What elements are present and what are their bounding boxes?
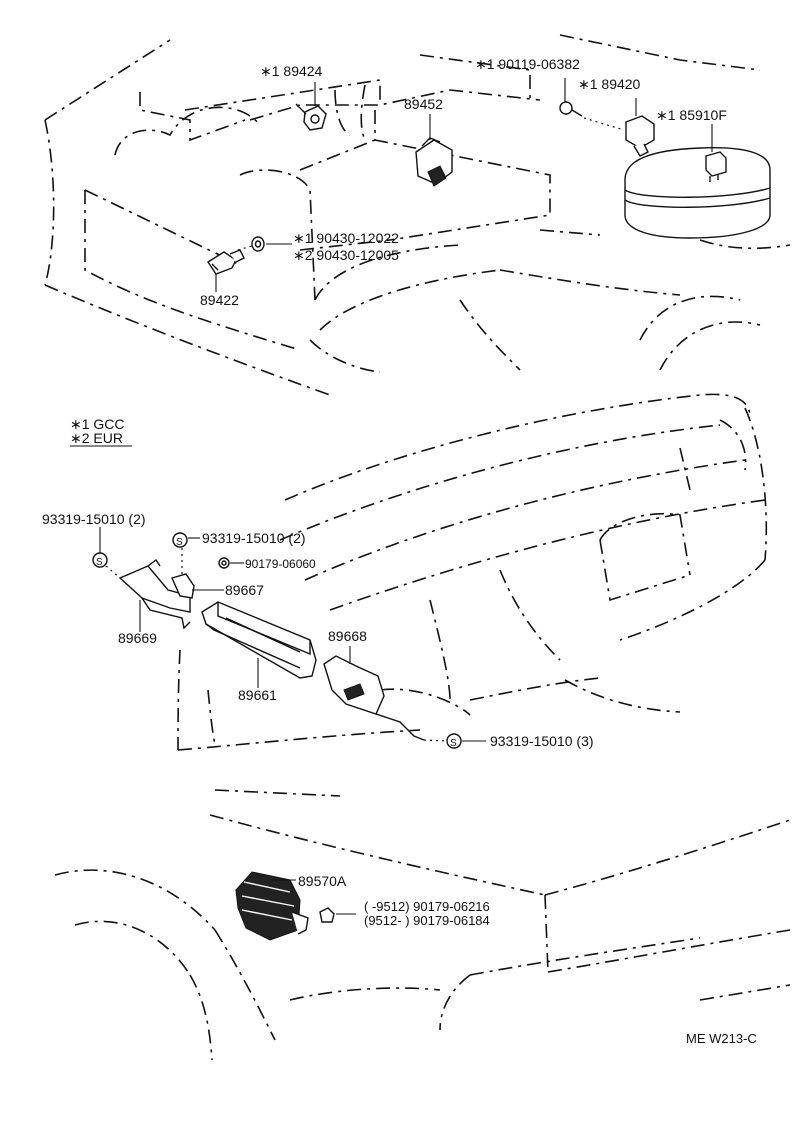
relay-box (624, 147, 771, 239)
callout-89452: 89452 (404, 96, 443, 112)
sensor-89422-part (207, 249, 245, 275)
relay-85910f-part (705, 151, 727, 182)
bracket-89668-part (323, 655, 425, 741)
sensor-89424-part (295, 103, 327, 131)
callout-90179-06216: ( -9512) 90179-06216 (364, 899, 490, 914)
middle-leader-lines (99, 527, 486, 742)
callout-89420: ∗1 89420 (578, 76, 641, 92)
callout-90119-06382: ∗1 90119-06382 (475, 56, 580, 72)
callout-93319-15010-mid: 93319-15010 (2) (202, 530, 306, 546)
callout-89668: 89668 (328, 628, 367, 644)
callout-85910f: ∗1 85910F (656, 107, 727, 123)
nut-90179-06216-part (319, 907, 335, 923)
nut-90179-06060-part (218, 557, 230, 569)
legend-gcc: ∗1 GCC (70, 416, 125, 432)
callout-89570a: 89570A (298, 873, 347, 889)
callout-89669: 89669 (118, 630, 157, 646)
ecu-89661-part (201, 601, 317, 679)
engine-bay-outline (44, 34, 791, 396)
screw-mid-symbol: S (176, 537, 183, 548)
bolt-90119-part (559, 101, 583, 117)
bracket-89669-part (118, 558, 191, 630)
callout-90179-06060: 90179-06060 (245, 557, 316, 571)
top-leader-lines (215, 78, 713, 292)
legend-eur: ∗2 EUR (70, 430, 123, 446)
screw-left-symbol: S (96, 557, 103, 568)
callout-90430-12005: ∗2 90430-12005 (293, 247, 399, 263)
callout-89667: 89667 (225, 582, 264, 598)
callout-93319-15010-left: 93319-15010 (2) (42, 511, 146, 527)
callout-89422: 89422 (200, 292, 239, 308)
bracket-89667-part (171, 573, 195, 599)
sensor-89420-part (625, 115, 655, 157)
callout-89424: ∗1 89424 (260, 63, 323, 79)
washer-90430-part (251, 236, 265, 252)
screw-mid-part: S (172, 532, 188, 548)
screw-bottom-symbol: S (450, 738, 457, 749)
callout-89661: 89661 (238, 687, 277, 703)
diagram-code: ME W213-C (686, 1031, 757, 1046)
callout-93319-15010-bottom: 93319-15010 (3) (490, 733, 594, 749)
control-unit-89570a-part (235, 871, 309, 941)
sensor-89452-part (415, 137, 453, 187)
callout-90430-12022: ∗1 90430-12022 (293, 230, 399, 246)
screw-bottom-part: S (446, 733, 462, 749)
screw-left-part: S (92, 552, 108, 568)
bottom-leader-lines (272, 879, 356, 915)
callout-90179-06184: (9512- ) 90179-06184 (364, 913, 490, 928)
fender-outline (54, 789, 791, 1061)
dashboard-outline (177, 393, 768, 751)
